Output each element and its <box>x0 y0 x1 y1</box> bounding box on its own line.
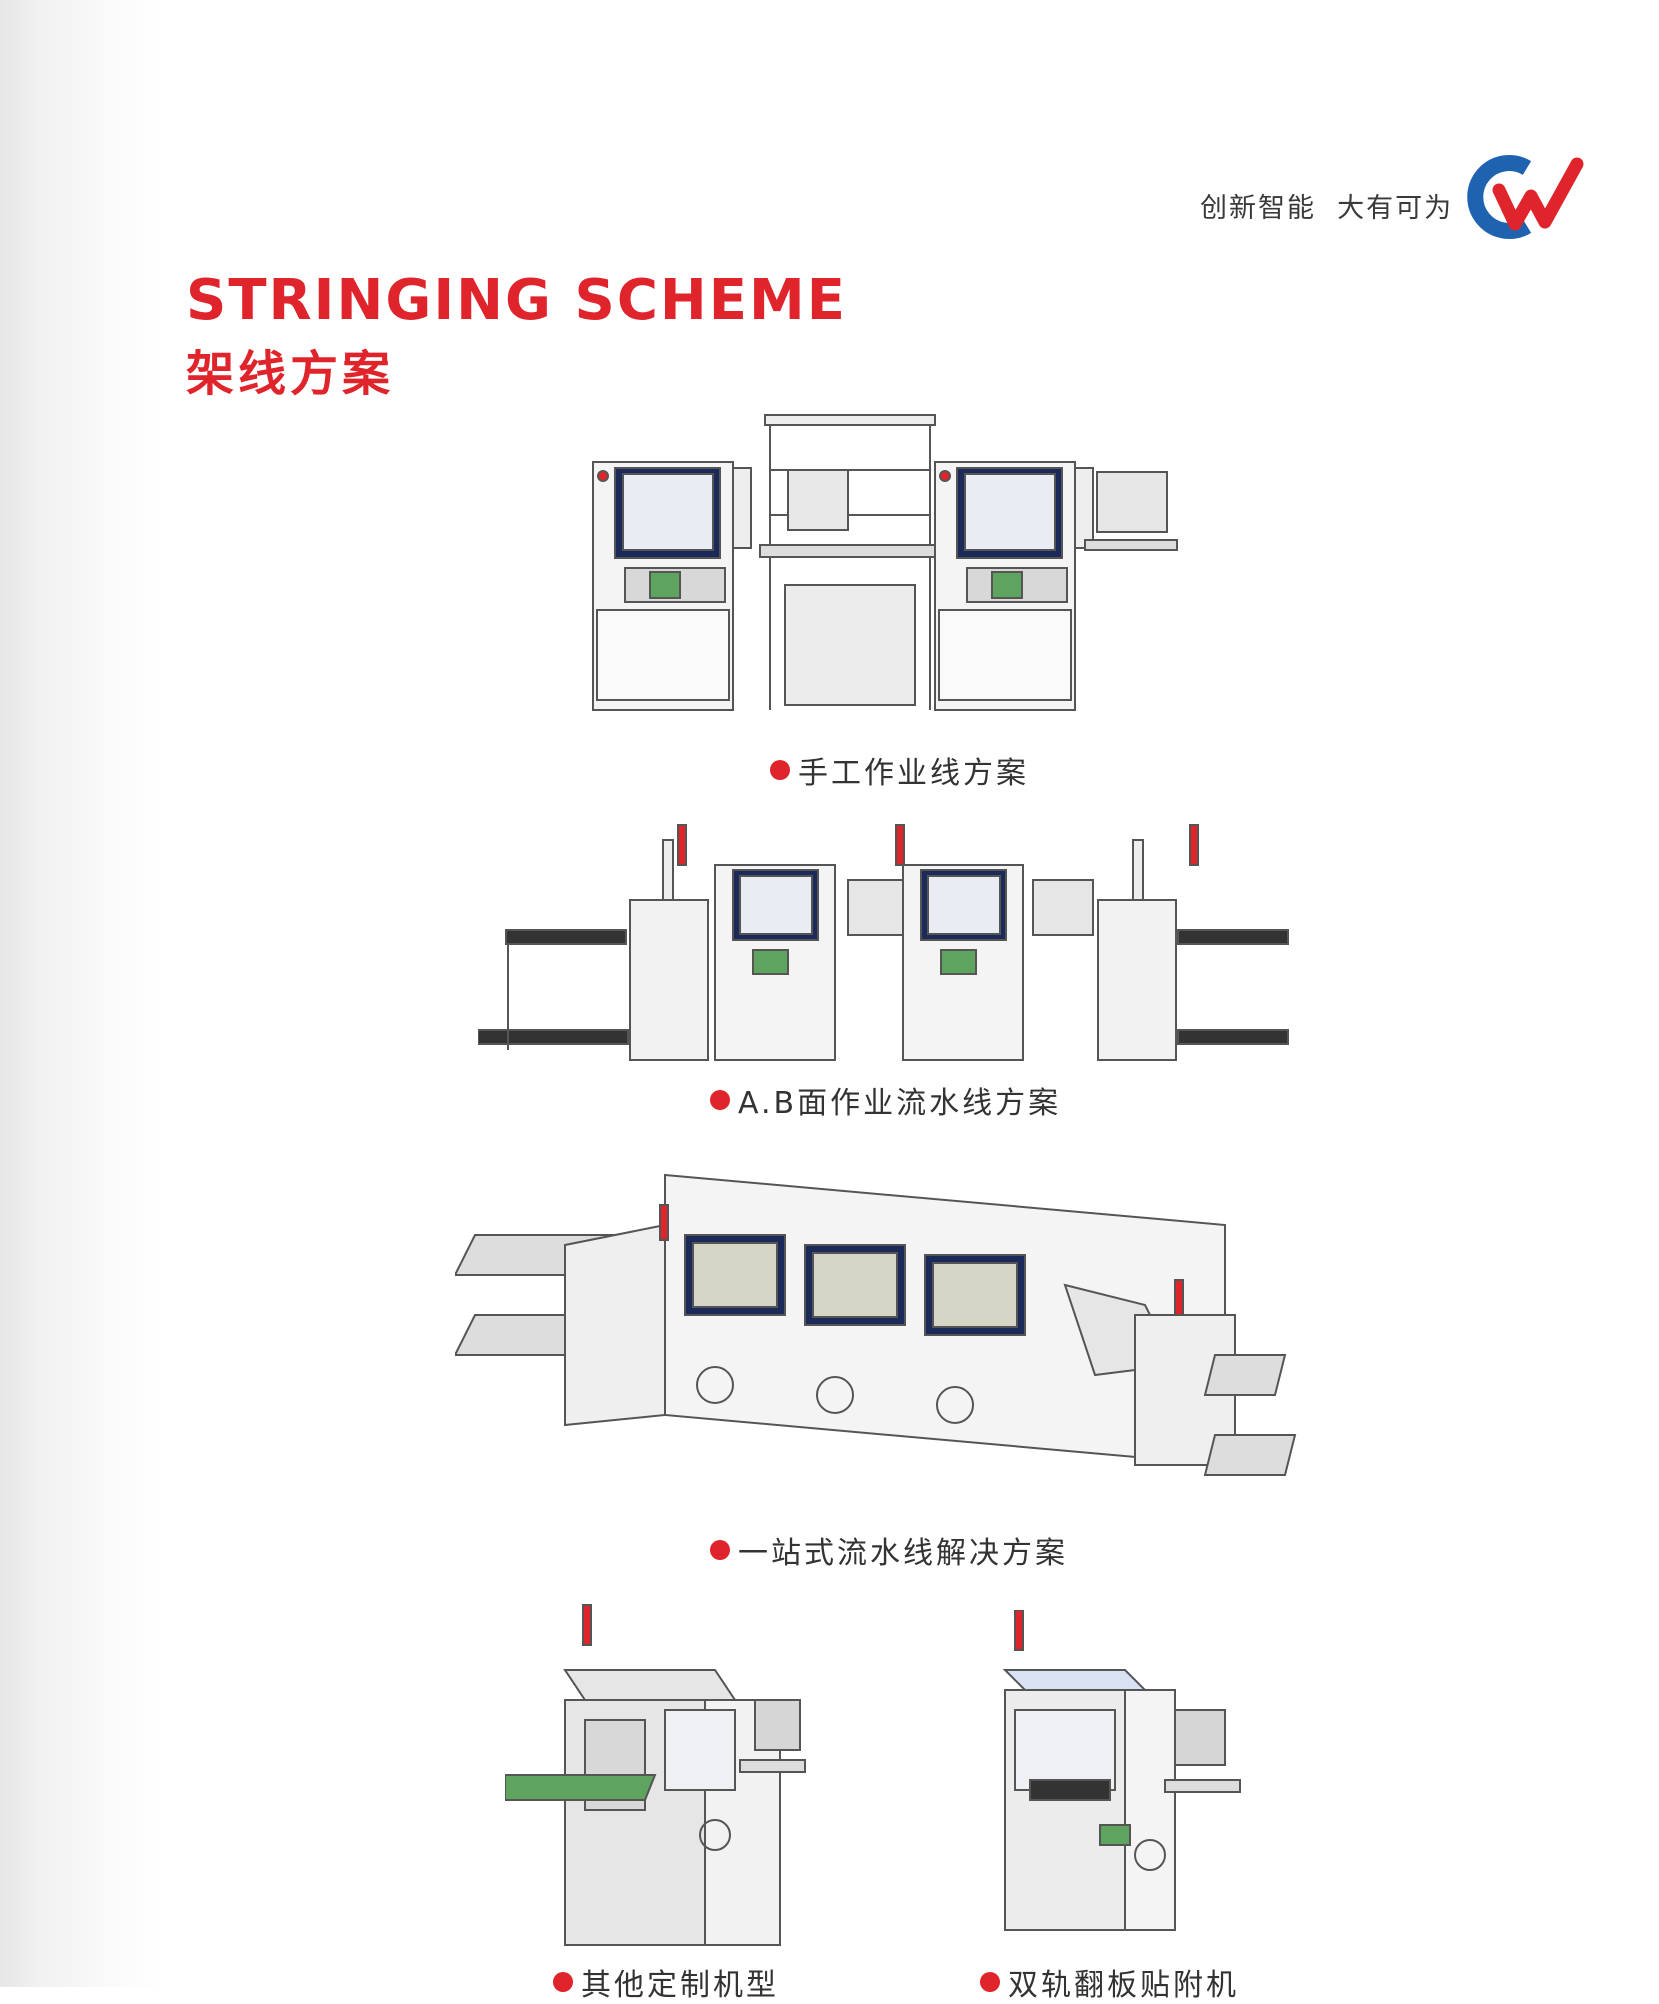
page-title-cn: 架线方案 <box>186 346 395 402</box>
caption-dual-rail-laminator: 双轨翻板贴附机 <box>980 1960 1239 2004</box>
caption-text: 双轨翻板贴附机 <box>1008 1968 1239 2003</box>
left-edge-shade <box>0 0 165 1987</box>
caption-text: 其他定制机型 <box>581 1968 779 2003</box>
caption-ab-side-line: A.B面作业流水线方案 <box>710 1078 1061 1122</box>
caption-one-stop-line: 一站式流水线解决方案 <box>710 1528 1068 1572</box>
bullet-dot <box>710 1540 730 1560</box>
cw-logo-icon <box>1467 155 1584 239</box>
caption-text: A.B面作业流水线方案 <box>738 1086 1062 1121</box>
bullet-dot <box>980 1972 1000 1992</box>
custom-model-illustration <box>505 1604 806 1946</box>
caption-text: 手工作业线方案 <box>798 756 1029 791</box>
caption-text: 一站式流水线解决方案 <box>738 1536 1068 1571</box>
page-title-en: STRINGING SCHEME <box>186 268 848 333</box>
manual-line-illustration <box>592 414 1178 711</box>
one-stop-line-illustration <box>455 1173 1297 1476</box>
dual-rail-laminator-illustration <box>1002 1610 1241 1931</box>
bullet-dot <box>553 1972 573 1992</box>
bullet-dot <box>770 760 790 780</box>
ab-side-line-illustration <box>478 824 1289 1061</box>
bullet-dot <box>710 1090 730 1110</box>
caption-manual-line: 手工作业线方案 <box>770 748 1029 792</box>
caption-custom-model: 其他定制机型 <box>553 1960 779 2004</box>
slogan: 创新智能 大有可为 <box>1200 193 1454 224</box>
